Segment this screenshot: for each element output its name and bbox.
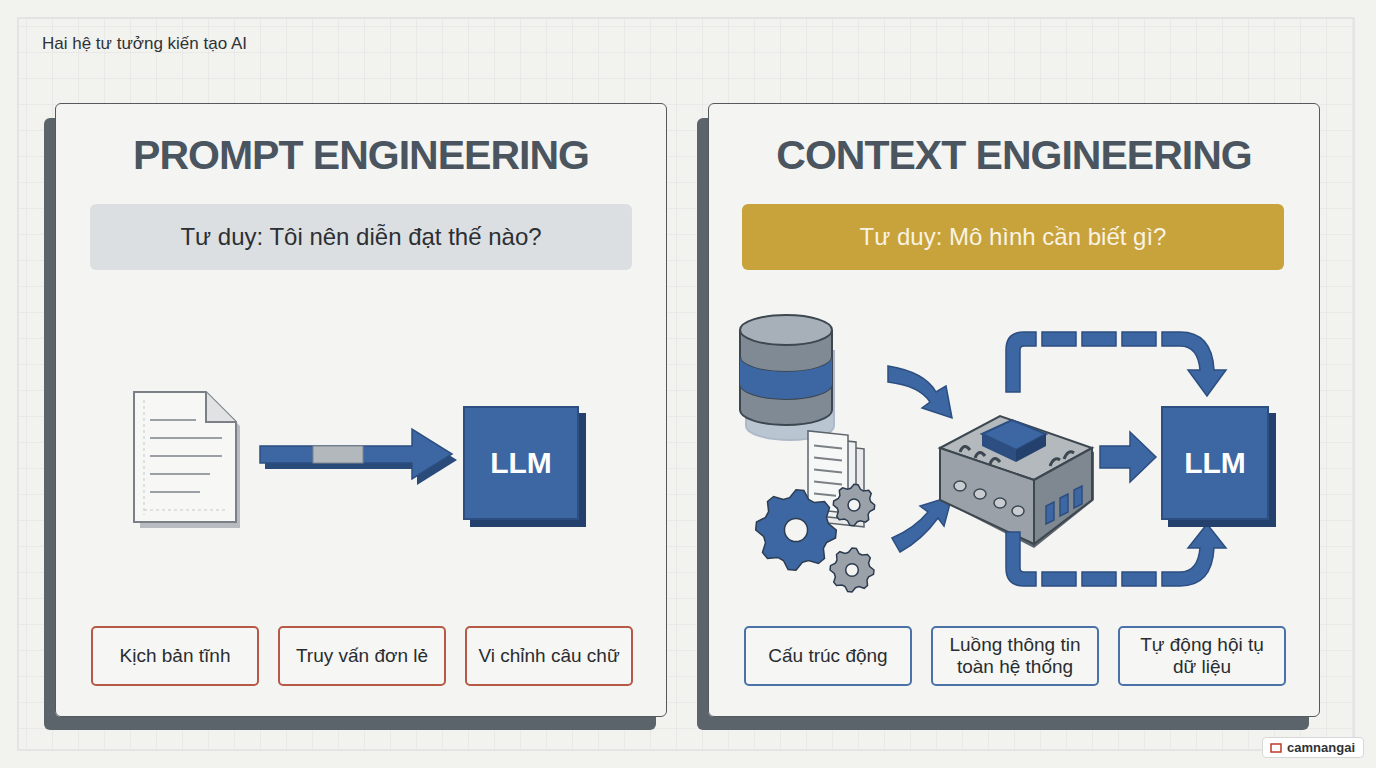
gear bbox=[830, 548, 874, 592]
llm-label: LLM bbox=[1184, 446, 1246, 480]
gear-hole bbox=[846, 564, 859, 577]
watermark-icon bbox=[1270, 743, 1282, 753]
trait-tag: Truy vấn đơn lẻ bbox=[278, 626, 446, 686]
approach-panel: PROMPT ENGINEERING Tư duy: Tôi nên diễn đ… bbox=[55, 103, 667, 717]
mindset-band: Tư duy: Mô hình cần biết gì? bbox=[742, 204, 1284, 270]
mindset-text: Tư duy: Mô hình cần biết gì? bbox=[860, 223, 1167, 251]
flow-arrow bbox=[260, 429, 457, 485]
approach-panel: CONTEXT ENGINEERING Tư duy: Mô hình cần b… bbox=[708, 103, 1320, 717]
trait-tag: Luồng thông tin toàn hệ thống bbox=[931, 626, 1099, 686]
llm-box: LLM bbox=[1161, 406, 1269, 520]
tag-text: Vi chỉnh câu chữ bbox=[478, 645, 619, 667]
mindset-band: Tư duy: Tôi nên diễn đạt thế nào? bbox=[90, 204, 632, 270]
page-title: Hai hệ tư tưởng kiến tạo AI bbox=[42, 34, 247, 54]
gears-icon bbox=[756, 484, 875, 592]
panel-heading: PROMPT ENGINEERING bbox=[56, 132, 666, 179]
trait-tag: Vi chỉnh câu chữ bbox=[465, 626, 633, 686]
gear-hole bbox=[848, 499, 860, 511]
tag-text: Truy vấn đơn lẻ bbox=[296, 645, 428, 667]
panel-heading: CONTEXT ENGINEERING bbox=[709, 132, 1319, 179]
llm-box: LLM bbox=[463, 406, 579, 520]
trait-tag: Cấu trúc động bbox=[744, 626, 912, 686]
tag-text: Cấu trúc động bbox=[768, 645, 887, 667]
tag-text: Luồng thông tin toàn hệ thống bbox=[941, 634, 1089, 678]
input-arrows bbox=[888, 366, 1156, 552]
database-icon bbox=[740, 315, 834, 440]
llm-label: LLM bbox=[490, 446, 552, 480]
watermark: camnangai bbox=[1262, 737, 1364, 758]
gear bbox=[833, 484, 874, 525]
processor-icon bbox=[940, 416, 1094, 548]
trait-tag: Kịch bản tĩnh bbox=[91, 626, 259, 686]
mindset-text: Tư duy: Tôi nên diễn đạt thế nào? bbox=[180, 223, 541, 251]
gear-hole bbox=[784, 518, 807, 541]
document-icon bbox=[134, 392, 240, 528]
gear bbox=[756, 490, 837, 571]
trait-tag: Tự động hội tụ dữ liệu bbox=[1118, 626, 1286, 686]
tag-text: Kịch bản tĩnh bbox=[120, 645, 231, 667]
tag-text: Tự động hội tụ dữ liệu bbox=[1128, 634, 1276, 678]
